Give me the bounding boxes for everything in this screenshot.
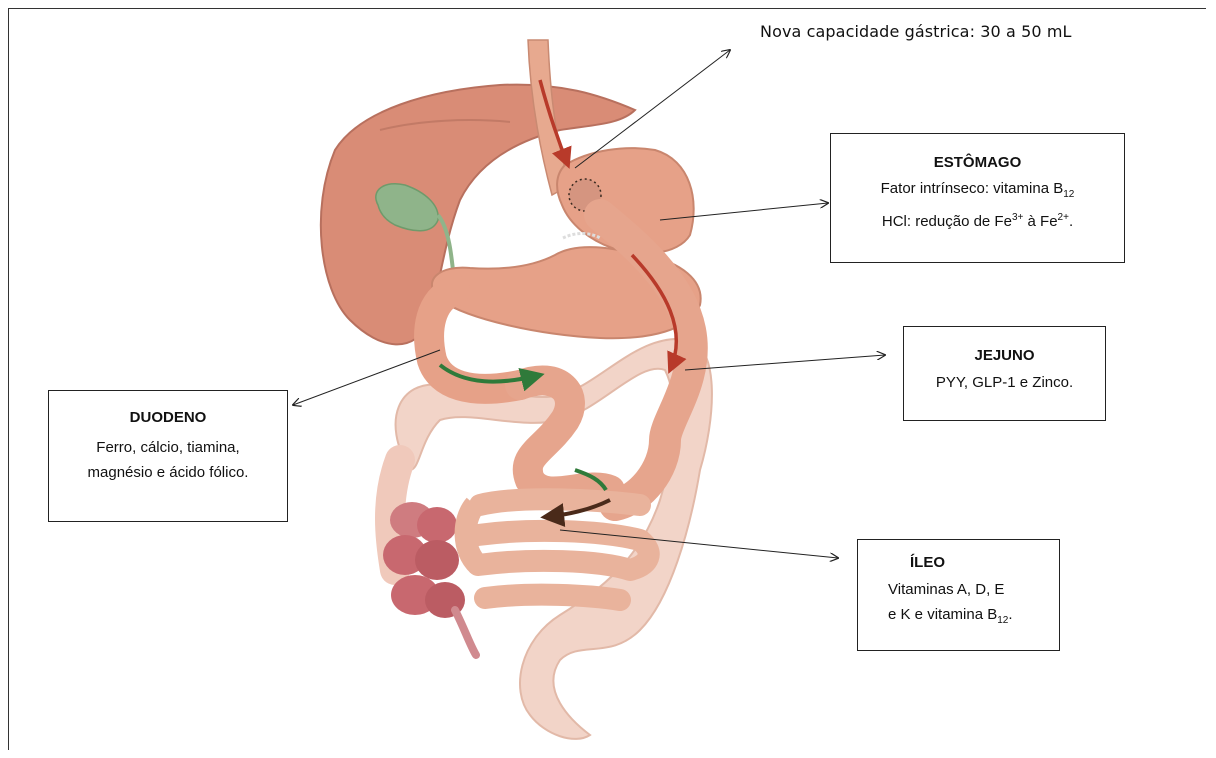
gastric-capacity-label: Nova capacidade gástrica: 30 a 50 mL [760, 22, 1072, 41]
duodeno-line-1: Ferro, cálcio, tiamina, [49, 435, 287, 460]
estomago-title: ESTÔMAGO [831, 154, 1124, 171]
duodeno-line-2: magnésio e ácido fólico. [49, 460, 287, 485]
ileo-box: ÍLEO Vitaminas A, D, E e K e vitamina B1… [857, 539, 1060, 651]
ileo-title: ÍLEO [910, 554, 1059, 571]
jejuno-line-1: PYY, GLP-1 e Zinco. [904, 373, 1105, 393]
ileo-line-1: Vitaminas A, D, E [888, 577, 1059, 602]
jejuno-title: JEJUNO [904, 347, 1105, 364]
jejuno-box: JEJUNO PYY, GLP-1 e Zinco. [903, 326, 1106, 421]
duodeno-box: DUODENO Ferro, cálcio, tiamina, magnésio… [48, 390, 288, 522]
estomago-box: ESTÔMAGO Fator intrínseco: vitamina B12 … [830, 133, 1125, 263]
ileo-line-2: e K e vitamina B12. [888, 602, 1059, 633]
leader-line-jejuno [685, 355, 885, 370]
estomago-line-2: HCl: redução de Fe3+ à Fe2+. [831, 206, 1124, 233]
estomago-line-1: Fator intrínseco: vitamina B12 [831, 177, 1124, 206]
duodeno-title: DUODENO [49, 409, 287, 426]
